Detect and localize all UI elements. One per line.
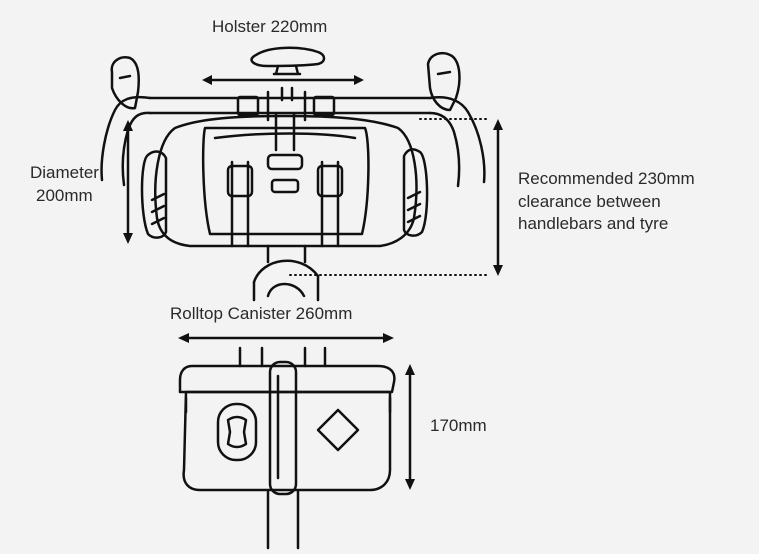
diameter-label-line1: Diameter [30, 163, 99, 182]
diameter-label-line2: 200mm [36, 186, 93, 205]
frame-tube [238, 346, 327, 550]
handlebar-assembly [100, 52, 486, 188]
rolltop-canister [178, 360, 396, 496]
clearance-label-line3: handlebars and tyre [518, 214, 669, 233]
diameter-dimension-arrow [123, 120, 133, 244]
clearance-label-line1: Recommended 230mm [518, 169, 695, 188]
height-dimension-arrow [405, 364, 415, 490]
holster-bag [140, 112, 429, 302]
rolltop-dimension-arrow [178, 333, 394, 343]
clearance-label-line2: clearance between [518, 192, 661, 211]
rolltop-label: Rolltop Canister 260mm [170, 304, 353, 323]
holster-label: Holster 220mm [212, 17, 328, 36]
clearance-guide-lines [289, 118, 491, 276]
clearance-dimension-arrow [493, 119, 503, 276]
height-label: 170mm [430, 416, 487, 435]
saddle-icon [250, 46, 326, 76]
holster-dimension-arrow [202, 75, 364, 85]
